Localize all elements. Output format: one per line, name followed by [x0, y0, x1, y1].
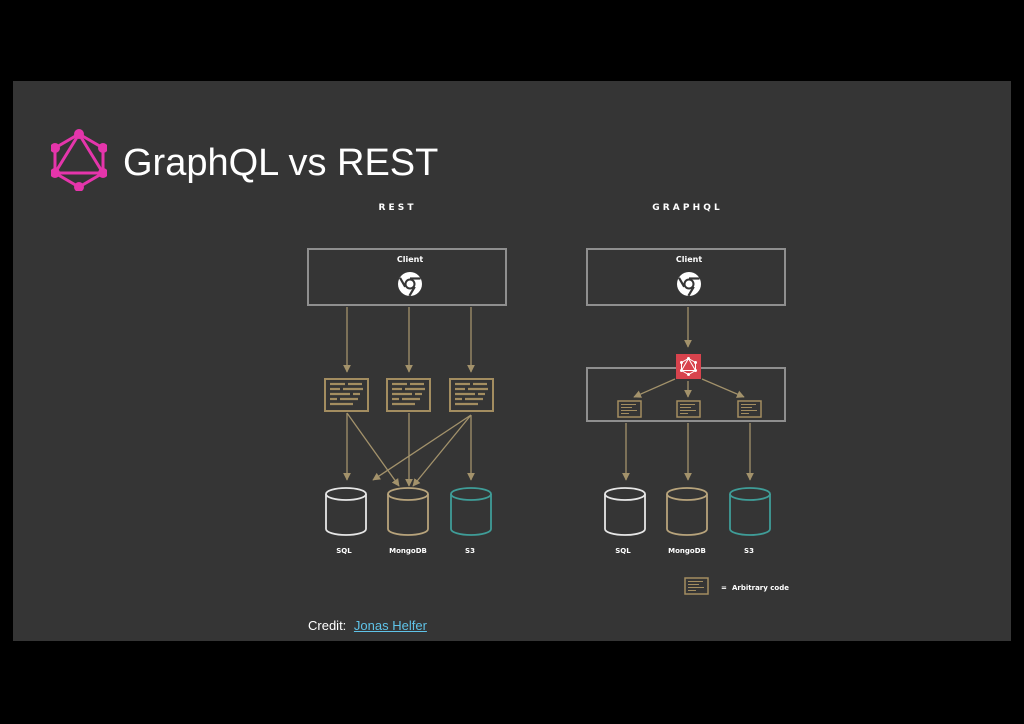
- rest-code-block-s3: [448, 377, 495, 413]
- architecture-diagram: R E S T Client: [307, 203, 789, 595]
- credit-link[interactable]: Jonas Helfer: [353, 618, 427, 633]
- rest-client-label: Client: [397, 255, 423, 264]
- chrome-icon: [396, 270, 424, 298]
- graphql-db-label-mongodb: MongoDB: [668, 547, 706, 555]
- graphql-logo-icon: [51, 129, 107, 191]
- rest-db-arrows: [343, 412, 475, 487]
- chrome-icon: [675, 270, 703, 298]
- rest-db-label-sql: SQL: [336, 547, 352, 555]
- graphql-client-label: Client: [676, 255, 702, 264]
- legend-code-block-icon: [684, 577, 709, 595]
- credit: Credit: Jonas Helfer: [308, 618, 427, 633]
- rest-code-block-sql: [323, 377, 370, 413]
- page-title: GraphQL vs REST: [123, 142, 439, 184]
- rest-client-arrows: [343, 307, 475, 373]
- graphql-client-box: Client: [586, 248, 786, 306]
- rest-db-label-mongodb: MongoDB: [389, 547, 427, 555]
- legend-label: Arbitrary code: [732, 584, 789, 592]
- graphql-db-arrows: [622, 423, 754, 481]
- graphql-resolver-arrows: [633, 378, 745, 398]
- graphql-db-s3: [729, 487, 771, 536]
- graphql-db-label-sql: SQL: [615, 547, 631, 555]
- rest-db-mongodb: [387, 487, 429, 536]
- graphql-code-block-sql: [617, 400, 642, 418]
- rest-client-box: Client: [307, 248, 507, 306]
- graphql-db-label-s3: S3: [744, 547, 754, 555]
- graphql-server-icon: [676, 354, 701, 379]
- graphql-heading: G R A P H Q L: [652, 203, 720, 213]
- rest-heading: R E S T: [378, 203, 414, 213]
- graphql-code-block-mongodb: [676, 400, 701, 418]
- rest-db-s3: [450, 487, 492, 536]
- rest-db-label-s3: S3: [465, 547, 475, 555]
- graphql-db-mongodb: [666, 487, 708, 536]
- credit-label: Credit:: [308, 618, 347, 633]
- legend-equals: =: [721, 584, 727, 592]
- slide: GraphQL vs REST: [13, 81, 1011, 641]
- graphql-code-block-s3: [737, 400, 762, 418]
- rest-db-sql: [325, 487, 367, 536]
- graphql-db-sql: [604, 487, 646, 536]
- rest-code-block-mongodb: [385, 377, 432, 413]
